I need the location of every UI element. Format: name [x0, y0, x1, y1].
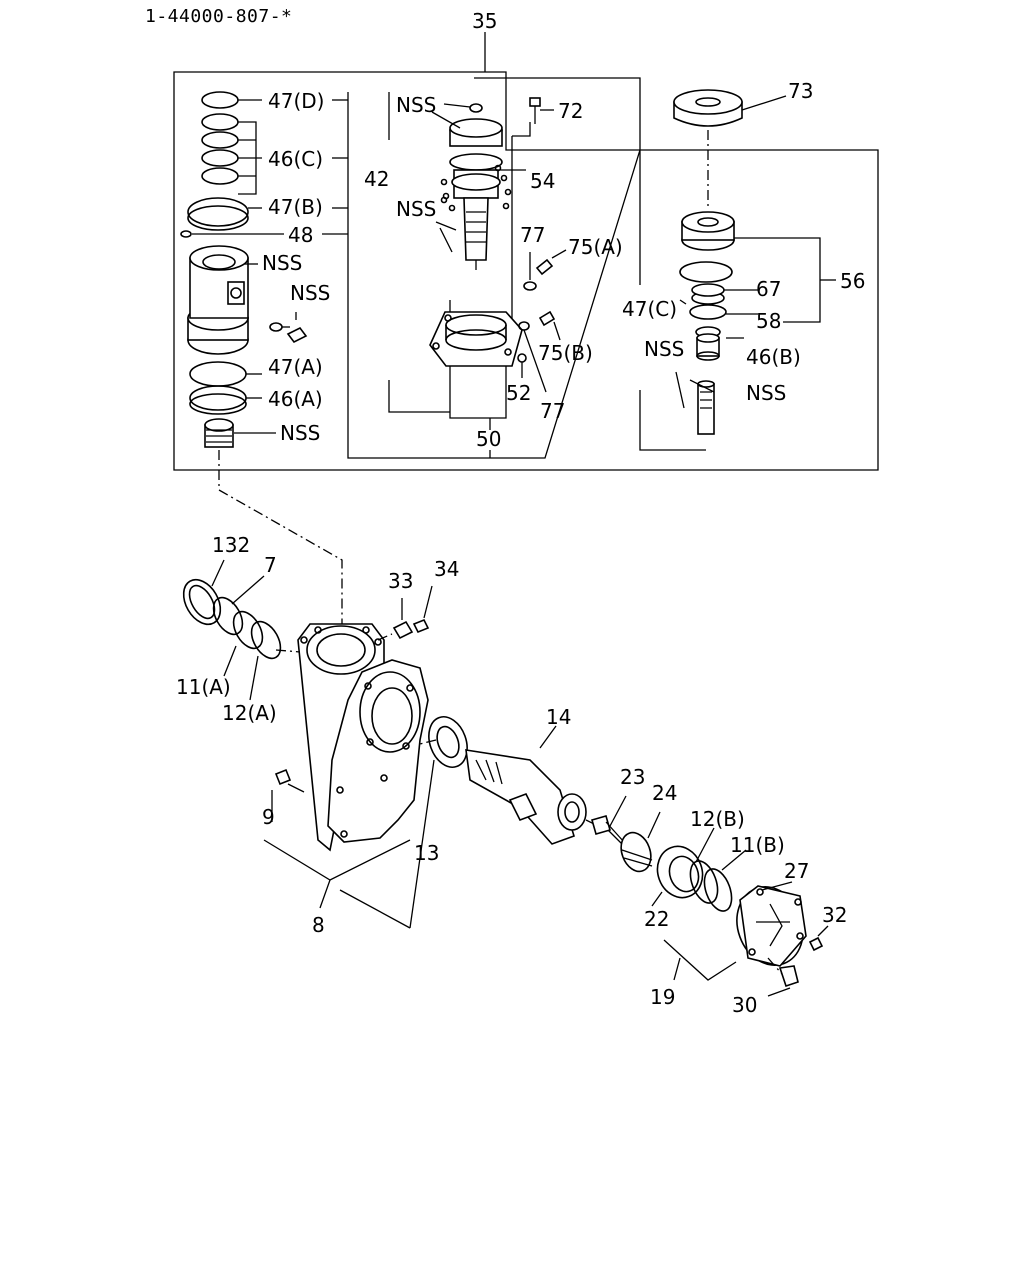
label-30: 30 — [732, 993, 757, 1017]
label-48: 48 — [288, 223, 313, 247]
label-46a: 46(A) — [268, 387, 323, 411]
label-54: 54 — [530, 169, 555, 193]
assembly-35-box — [173, 32, 879, 471]
label-34: 34 — [434, 557, 459, 581]
label-19: 19 — [650, 985, 675, 1009]
fittings-33-34 — [377, 585, 433, 641]
label-77-upper: 77 — [520, 223, 545, 247]
plug-9 — [271, 768, 305, 822]
label-nss-plug: NSS — [280, 421, 320, 445]
label-27: 27 — [784, 859, 809, 883]
label-73: 73 — [788, 79, 813, 103]
label-nss-pin: NSS — [644, 337, 684, 361]
label-12b: 12(B) — [690, 807, 745, 831]
label-132: 132 — [212, 533, 250, 557]
adjuster-group — [591, 795, 747, 912]
label-nss-housing: NSS — [262, 251, 302, 275]
label-58: 58 — [756, 309, 781, 333]
label-77-lower: 77 — [540, 399, 565, 423]
label-13: 13 — [414, 841, 439, 865]
label-23: 23 — [620, 765, 645, 789]
label-47d: 47(D) — [268, 89, 324, 113]
valve-assembly — [429, 97, 567, 393]
housing-seals — [182, 559, 301, 701]
cylinder-housing — [187, 245, 308, 448]
label-11a: 11(A) — [176, 675, 231, 699]
label-52: 52 — [506, 381, 531, 405]
leader-lines-lower — [263, 759, 737, 981]
label-72: 72 — [558, 99, 583, 123]
label-22: 22 — [644, 907, 669, 931]
label-8: 8 — [312, 913, 325, 937]
label-50: 50 — [476, 427, 501, 451]
label-75a: 75(A) — [568, 235, 623, 259]
label-11b: 11(B) — [730, 833, 785, 857]
label-42: 42 — [364, 167, 389, 191]
label-32: 32 — [822, 903, 847, 927]
label-35: 35 — [472, 9, 497, 33]
label-46c: 46(C) — [268, 147, 323, 171]
label-7: 7 — [264, 553, 277, 577]
label-47b: 47(B) — [268, 195, 323, 219]
side-cover — [736, 881, 829, 997]
assembly-56-bracket — [639, 237, 836, 451]
ball-bearings — [440, 164, 512, 212]
label-47c: 47(C) — [622, 297, 677, 321]
label-46b: 46(B) — [746, 345, 801, 369]
label-24: 24 — [652, 781, 677, 805]
assembly-50-bracket — [347, 77, 641, 459]
label-67: 67 — [756, 277, 781, 301]
label-14: 14 — [546, 705, 571, 729]
seal-ring-stack — [180, 91, 348, 238]
drawing-number: 1-44000-807-* — [145, 6, 293, 27]
label-56: 56 — [840, 269, 865, 293]
label-nss-upper-ring: NSS — [396, 93, 436, 117]
label-9: 9 — [262, 805, 275, 829]
main-housing — [297, 623, 429, 852]
label-47a: 47(A) — [268, 355, 323, 379]
label-nss-bolt: NSS — [290, 281, 330, 305]
sector-shaft — [419, 716, 599, 845]
label-75b: 75(B) — [538, 341, 593, 365]
label-nss-shaft: NSS — [746, 381, 786, 405]
label-nss-valve: NSS — [396, 197, 436, 221]
label-33: 33 — [388, 569, 413, 593]
label-12a: 12(A) — [222, 701, 277, 725]
part-labels: 35 47(D) 46(C) 42 47(B) 48 NSS 72 54 NSS… — [176, 9, 865, 1017]
piston-assembly — [673, 89, 787, 435]
